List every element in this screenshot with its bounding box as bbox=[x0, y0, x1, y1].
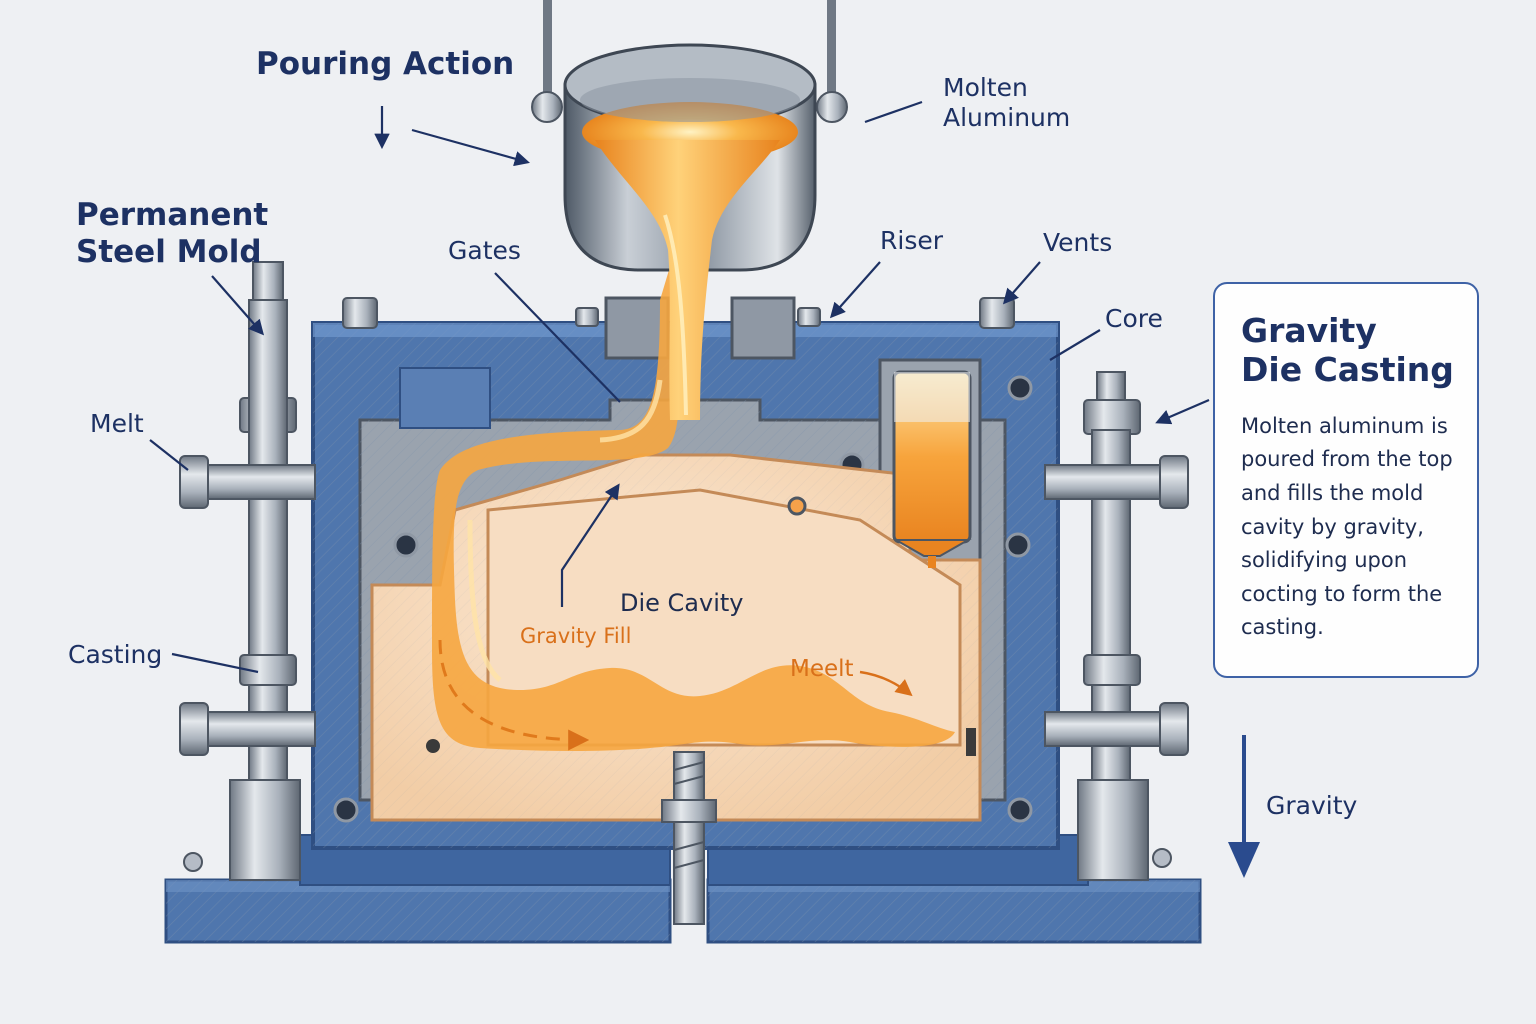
label-melt: Melt bbox=[90, 409, 144, 438]
label-molten-aluminum: Molten Aluminum bbox=[943, 73, 1071, 132]
info-description: Molten aluminum is poured from the top a… bbox=[1241, 413, 1453, 640]
label-core: Core bbox=[1105, 304, 1163, 333]
label-die-cavity: Die Cavity bbox=[620, 589, 744, 617]
gravity-arrow bbox=[1228, 735, 1260, 878]
leader-lines bbox=[149, 100, 1210, 674]
meelt-arrow bbox=[859, 670, 913, 697]
label-gravity: Gravity bbox=[1266, 791, 1358, 820]
label-gates: Gates bbox=[448, 236, 521, 265]
bottom-screw bbox=[661, 751, 717, 925]
label-riser: Riser bbox=[880, 226, 944, 255]
label-gravity-fill: Gravity Fill bbox=[520, 624, 632, 648]
tie-rod-left bbox=[179, 261, 316, 881]
molten-flow bbox=[432, 250, 976, 756]
label-casting: Casting bbox=[68, 640, 163, 669]
pouring-stream bbox=[595, 140, 780, 420]
info-box: Gravity Die Casting Molten aluminum is p… bbox=[1213, 282, 1479, 678]
tie-rod-right bbox=[1044, 371, 1189, 881]
info-title: Gravity Die Casting bbox=[1241, 311, 1454, 389]
label-meelt: Meelt bbox=[790, 656, 854, 682]
riser bbox=[892, 370, 972, 568]
label-vents: Vents bbox=[1043, 228, 1113, 257]
label-pouring-action: Pouring Action bbox=[256, 46, 515, 82]
label-permanent-steel-mold: Permanent Steel Mold bbox=[76, 197, 269, 270]
